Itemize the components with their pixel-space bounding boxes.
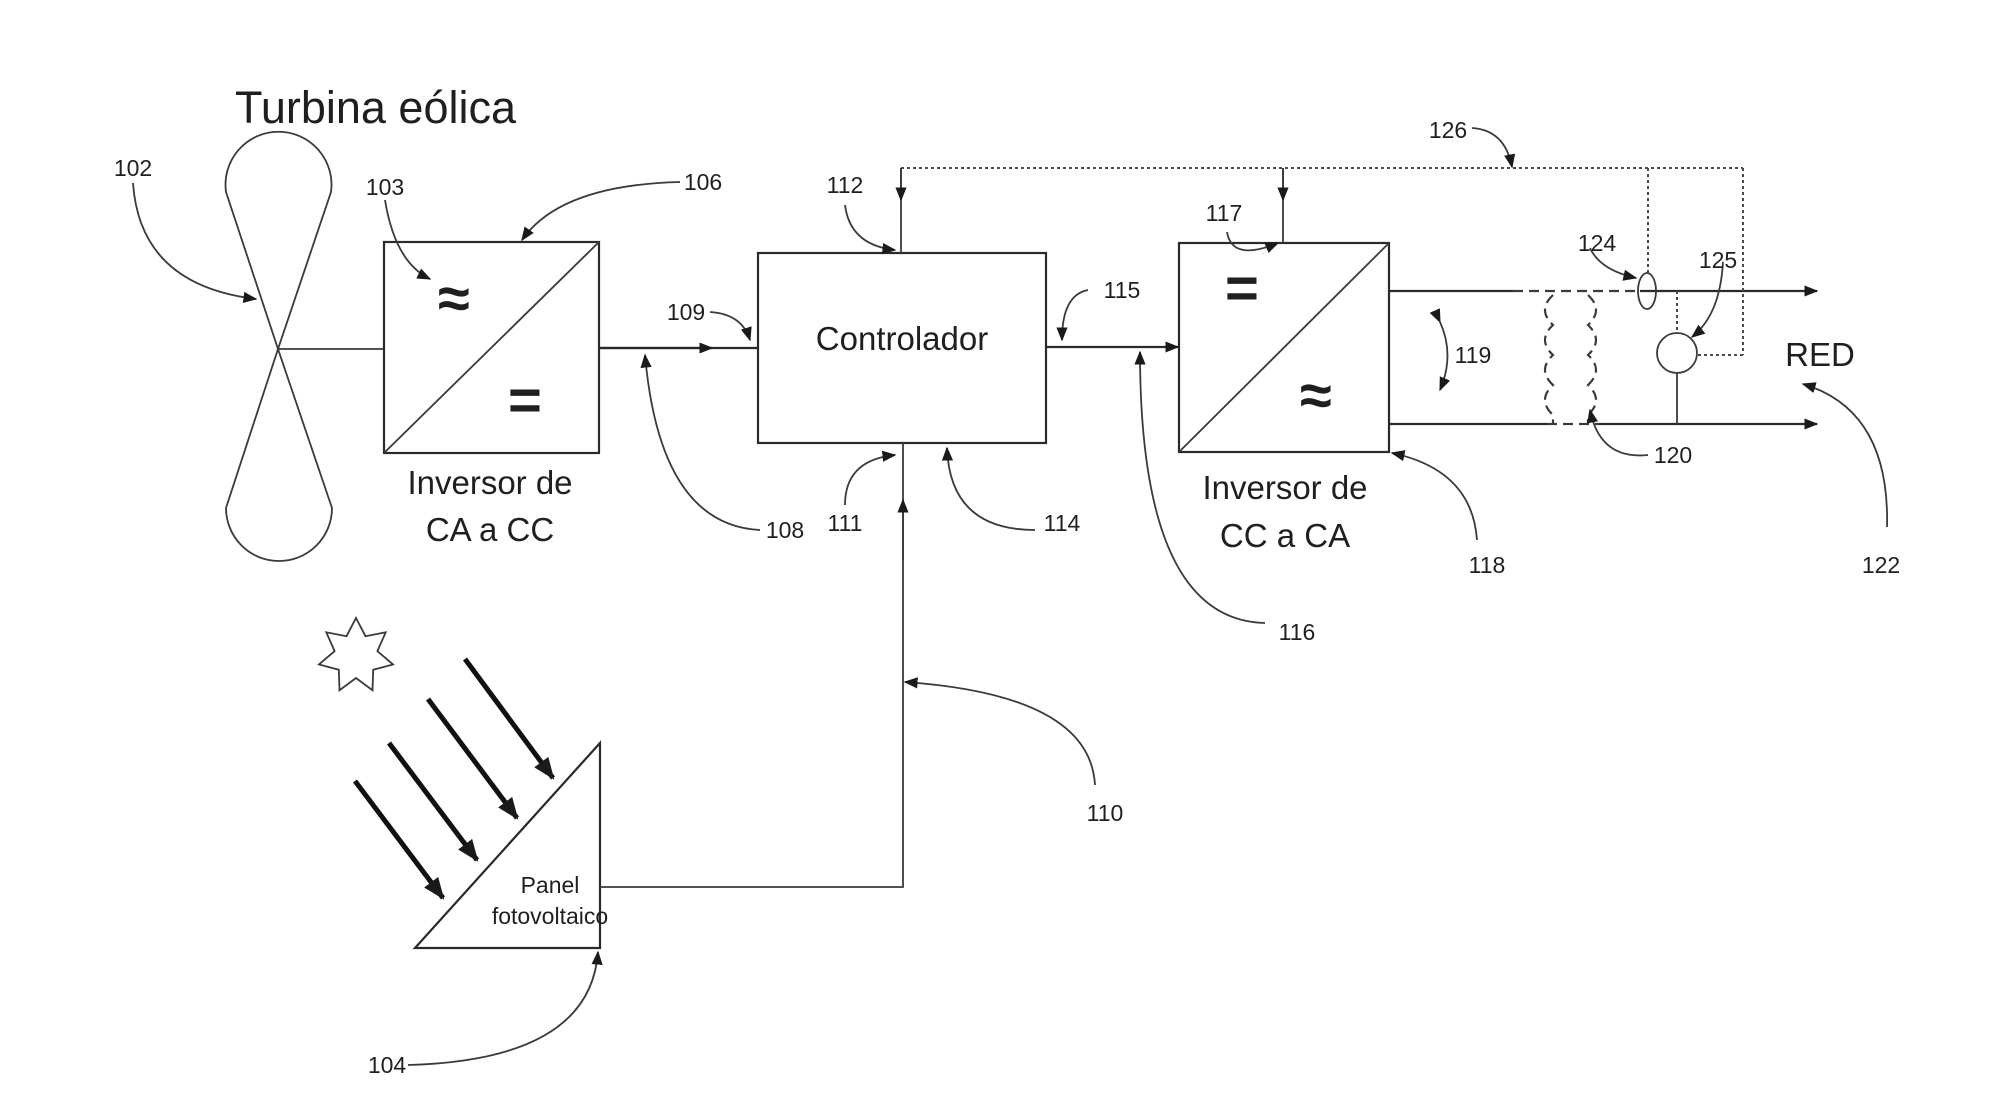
transformer-icon [1543,294,1598,424]
ref-106: 106 [684,169,722,195]
ref-119: 119 [1455,342,1492,368]
light-rays [353,657,556,900]
dc-symbol-2: = [1225,256,1259,321]
ref-117: 117 [1206,200,1243,226]
ref-103: 103 [366,174,404,200]
pv-to-controller-line [600,443,904,888]
reference-numerals: 102 103 104 106 108 109 110 111 112 114 … [114,117,1900,1078]
light-ray-icon [462,657,556,780]
light-ray-icon [425,697,520,820]
pv-panel-label-1: Panel [521,872,580,898]
light-ray-icon [387,741,479,862]
dc-ac-inverter-label-1: Inversor de [1202,469,1367,506]
ac-dc-inverter-block: ≈ = [382,240,601,455]
dc-symbol: = [508,368,542,433]
ref-108: 108 [766,517,804,543]
wind-turbine-icon [224,130,333,562]
pv-panel-icon [412,740,602,950]
ref-111: 111 [828,510,863,536]
ref-125: 125 [1699,247,1737,273]
feedback-bus [895,167,1744,356]
ref-112: 112 [827,172,864,198]
ac-output-lines [1389,285,1819,430]
controller-block: Controlador [756,251,1048,445]
ac-dc-inverter-label-2: CA a CC [426,511,554,548]
pv-panel-label-2: fotovoltaico [492,903,608,929]
ref-124: 124 [1578,230,1617,256]
ac-output-arrow [1429,308,1451,392]
light-ray-icon [353,779,445,900]
ref-115: 115 [1104,277,1141,303]
controller-label: Controlador [816,320,988,357]
ref-104: 104 [368,1052,407,1078]
ac-dc-inverter-label-1: Inversor de [407,464,572,501]
ref-116: 116 [1279,619,1316,645]
diagram-title: Turbina eólica [235,82,517,133]
ref-102: 102 [114,155,152,181]
reference-leaders [132,127,1888,1066]
ref-118: 118 [1469,552,1506,578]
dc-ac-inverter-block: = ≈ [1177,241,1391,454]
ac-symbol: ≈ [438,266,470,331]
ref-120: 120 [1654,442,1692,468]
ref-110: 110 [1087,800,1124,826]
dc-ac-inverter-label-2: CC a CA [1220,517,1350,554]
grid-label: RED [1785,336,1855,373]
voltage-sensor-icon [1656,332,1698,374]
ref-109: 109 [667,299,705,325]
sun-icon [317,616,395,692]
ac-symbol-2: ≈ [1300,363,1332,428]
ref-114: 114 [1044,510,1081,536]
ref-122: 122 [1862,552,1900,578]
ref-126: 126 [1429,117,1467,143]
